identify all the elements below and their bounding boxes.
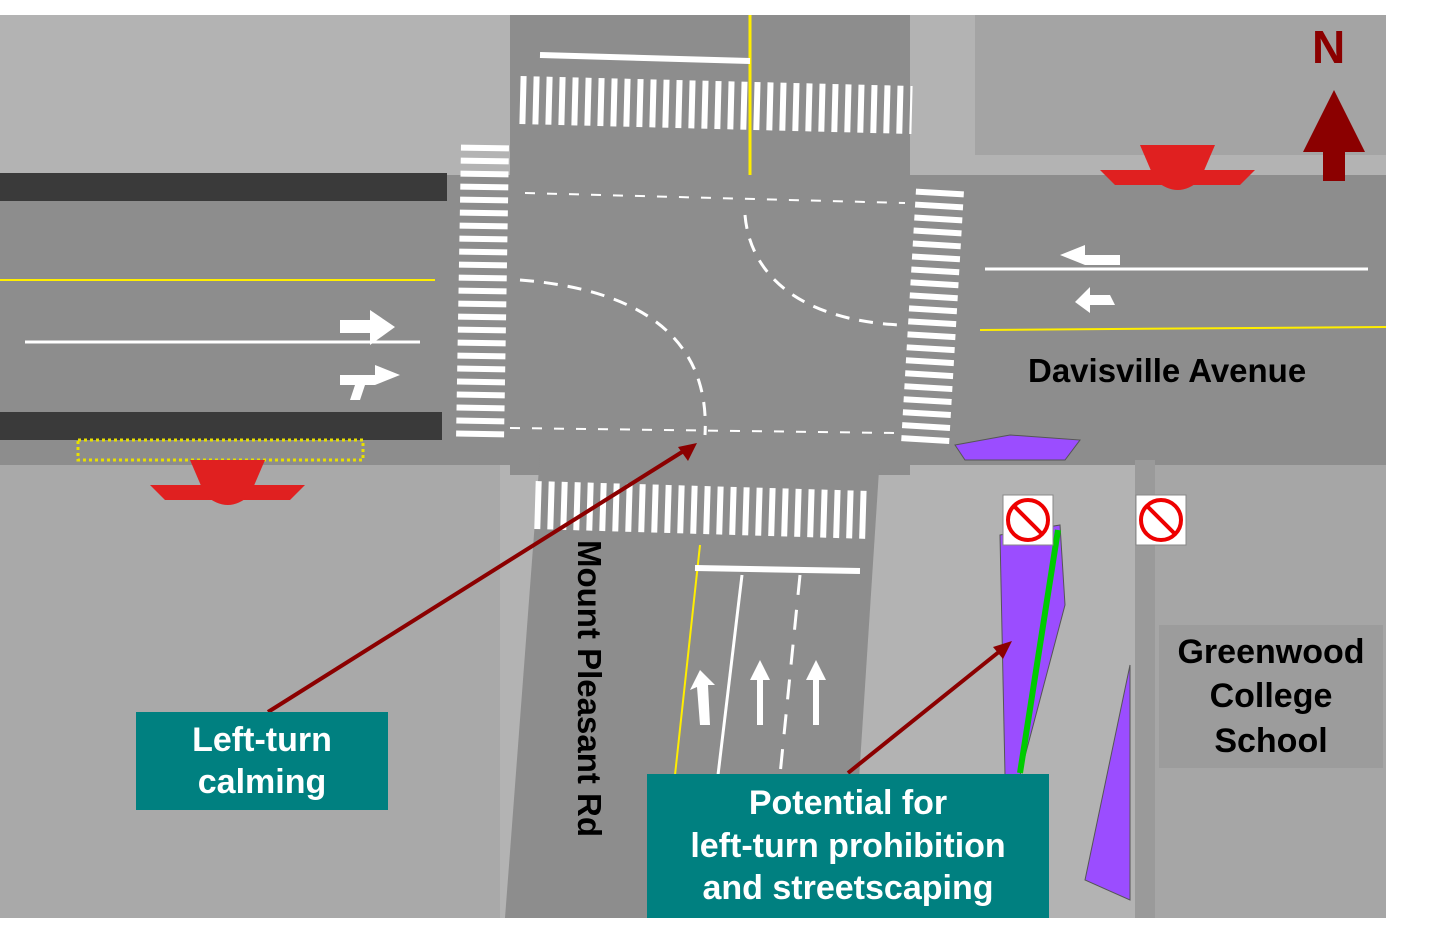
callout-arrowhead xyxy=(993,641,1012,659)
bike-lane-westbound xyxy=(0,173,447,201)
callout-line: left-turn prohibition xyxy=(690,826,1006,865)
centre-line-east xyxy=(979,326,1386,331)
lane-arrow-icon xyxy=(340,245,1120,725)
callout-line: calming xyxy=(197,763,327,801)
callout-line: Potential for xyxy=(748,784,948,823)
lane-line xyxy=(716,574,744,776)
crosswalk-north xyxy=(519,76,913,134)
planter-edge xyxy=(1017,529,1061,774)
landmark-line: College xyxy=(1209,677,1333,716)
landmark-line: Greenwood xyxy=(1177,633,1365,672)
callout-arrow xyxy=(846,645,1007,775)
north-arrow-icon xyxy=(1303,90,1365,181)
crosswalk-south xyxy=(534,481,871,539)
stop-bar xyxy=(694,565,861,574)
planter-median xyxy=(954,434,1081,461)
planter-median-south xyxy=(1084,664,1131,901)
ttc-logo-icon xyxy=(1100,145,1255,190)
greenwood-college-school-label: Greenwood College School xyxy=(1159,625,1383,768)
callout-arrow xyxy=(266,445,692,714)
callout-arrowhead xyxy=(678,443,697,461)
no-left-turn-sign-icon xyxy=(1002,494,1054,546)
sidewalk xyxy=(1135,460,1155,918)
left-turn-prohibition-callout: Potential for left-turn prohibition and … xyxy=(647,774,1049,918)
crosswalk-west xyxy=(456,144,509,441)
callout-line: and streetscaping xyxy=(702,869,994,908)
left-turn-calming-callout: Left-turn calming xyxy=(136,712,388,810)
bus-stop-pad xyxy=(76,438,365,462)
no-left-turn-sign-icon xyxy=(1135,494,1187,546)
callout-line: Left-turn xyxy=(192,720,332,759)
davisville-avenue-label: Davisville Avenue xyxy=(1028,352,1307,389)
building-sw xyxy=(0,465,500,918)
centre-line-south xyxy=(674,544,701,776)
bike-crossing-west xyxy=(524,192,906,204)
ttc-logo-icon xyxy=(150,460,305,505)
mount-pleasant-north-road xyxy=(510,15,910,475)
crosswalk-east xyxy=(901,188,964,447)
landmark-line: School xyxy=(1214,721,1328,760)
left-turn-guide xyxy=(519,278,707,436)
intersection-map xyxy=(0,15,1386,918)
mount-pleasant-label: Mount Pleasant Rd xyxy=(571,540,608,838)
left-turn-guide xyxy=(743,214,901,327)
north-label: N xyxy=(1312,21,1346,73)
bike-lane-eastbound xyxy=(0,412,442,440)
stop-bar xyxy=(539,52,751,64)
